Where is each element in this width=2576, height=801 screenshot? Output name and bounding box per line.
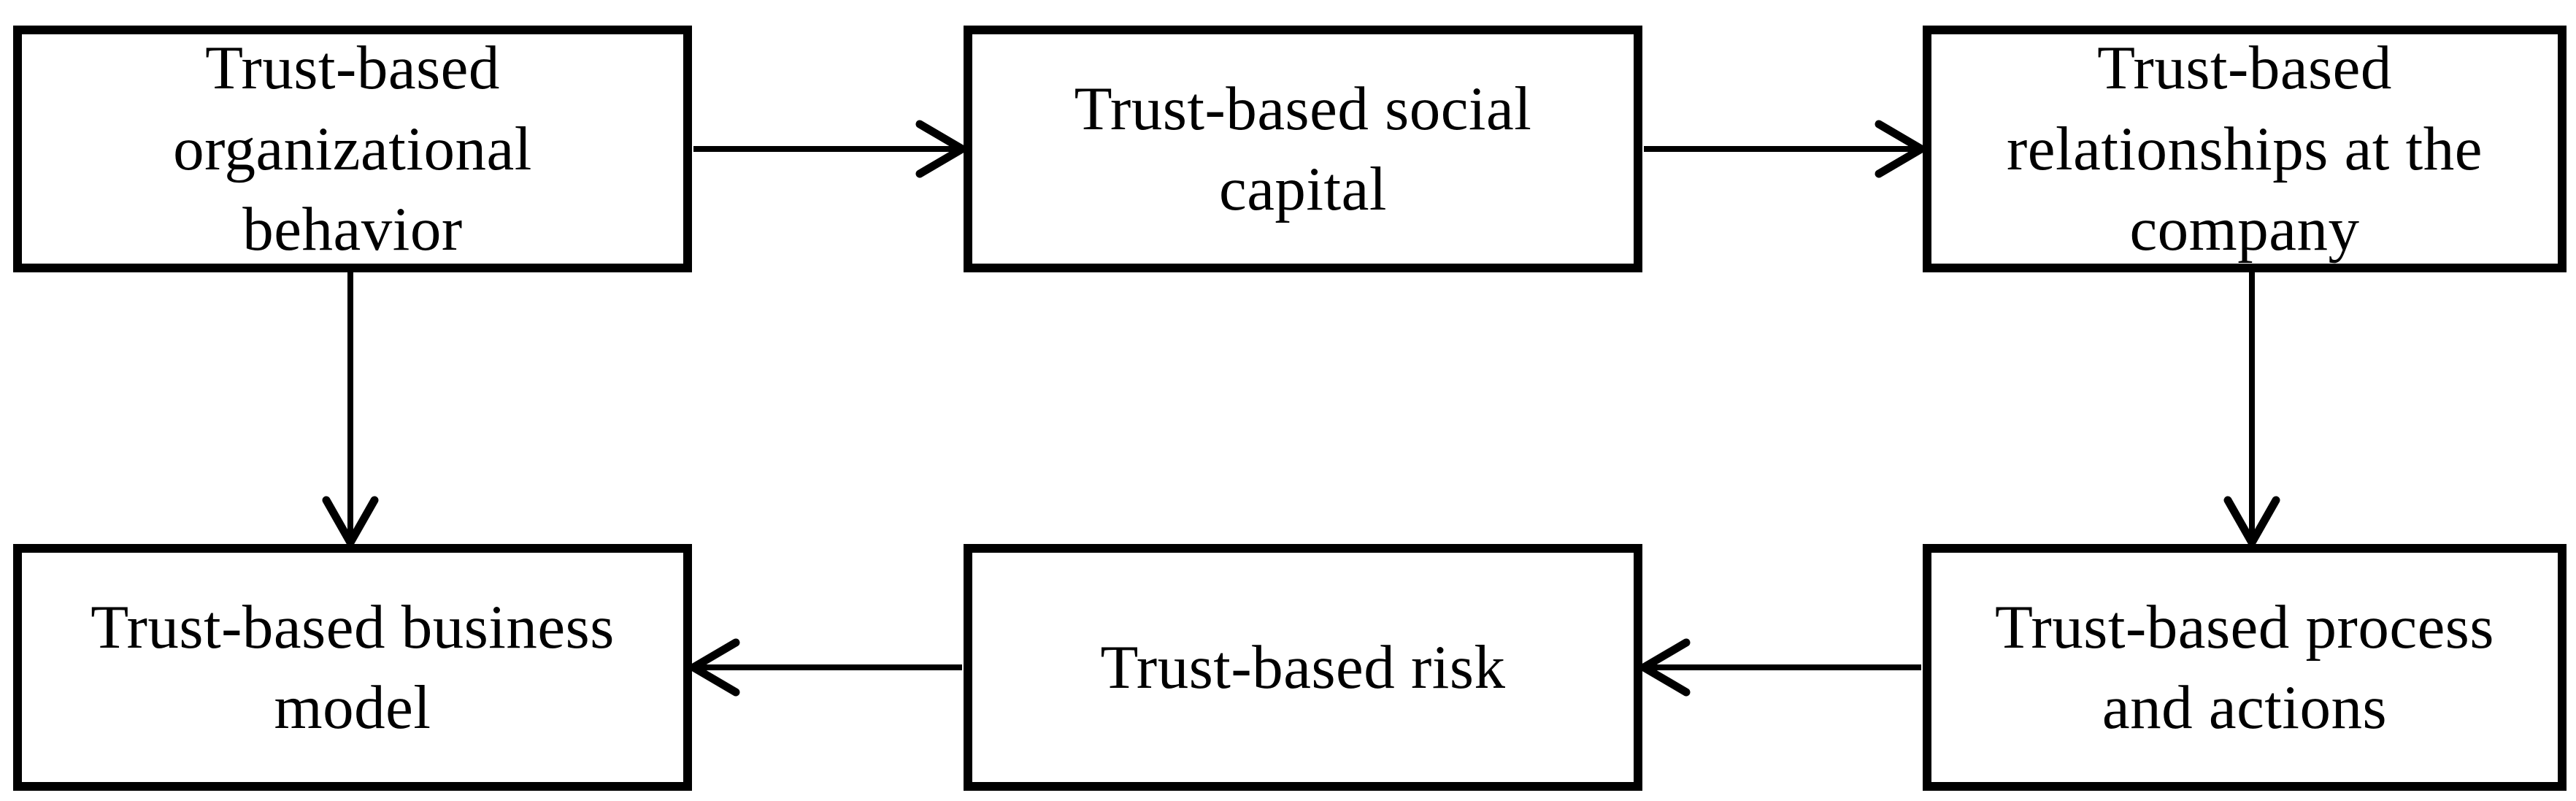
node-label-trust-based-relationships-at-the-company: Trust-based relationships at the company <box>2006 34 2483 264</box>
edge-risk-to-business-model <box>689 638 962 697</box>
edge-relationships-to-process-and-actions <box>2223 272 2280 547</box>
node-label-trust-based-process-and-actions: Trust-based process and actions <box>1995 592 2494 743</box>
edge-process-and-actions-to-risk <box>1639 638 1921 697</box>
node-trust-based-process-and-actions: Trust-based process and actions <box>1923 544 2567 791</box>
node-trust-based-organizational-behavior: Trust-based organizational behavior <box>13 26 692 272</box>
node-trust-based-social-capital: Trust-based social capital <box>964 26 1642 272</box>
edge-organizational-behavior-to-social-capital <box>693 120 966 178</box>
node-label-trust-based-organizational-behavior: Trust-based organizational behavior <box>173 34 532 264</box>
node-label-trust-based-social-capital: Trust-based social capital <box>1074 74 1532 224</box>
node-trust-based-relationships-at-the-company: Trust-based relationships at the company <box>1923 26 2567 272</box>
node-label-trust-based-business-model: Trust-based business model <box>91 592 615 743</box>
edge-social-capital-to-relationships <box>1644 120 1926 178</box>
node-trust-based-business-model: Trust-based business model <box>13 544 692 791</box>
node-trust-based-risk: Trust-based risk <box>964 544 1642 791</box>
edge-organizational-behavior-to-business-model <box>322 272 379 547</box>
node-label-trust-based-risk: Trust-based risk <box>1100 632 1506 702</box>
